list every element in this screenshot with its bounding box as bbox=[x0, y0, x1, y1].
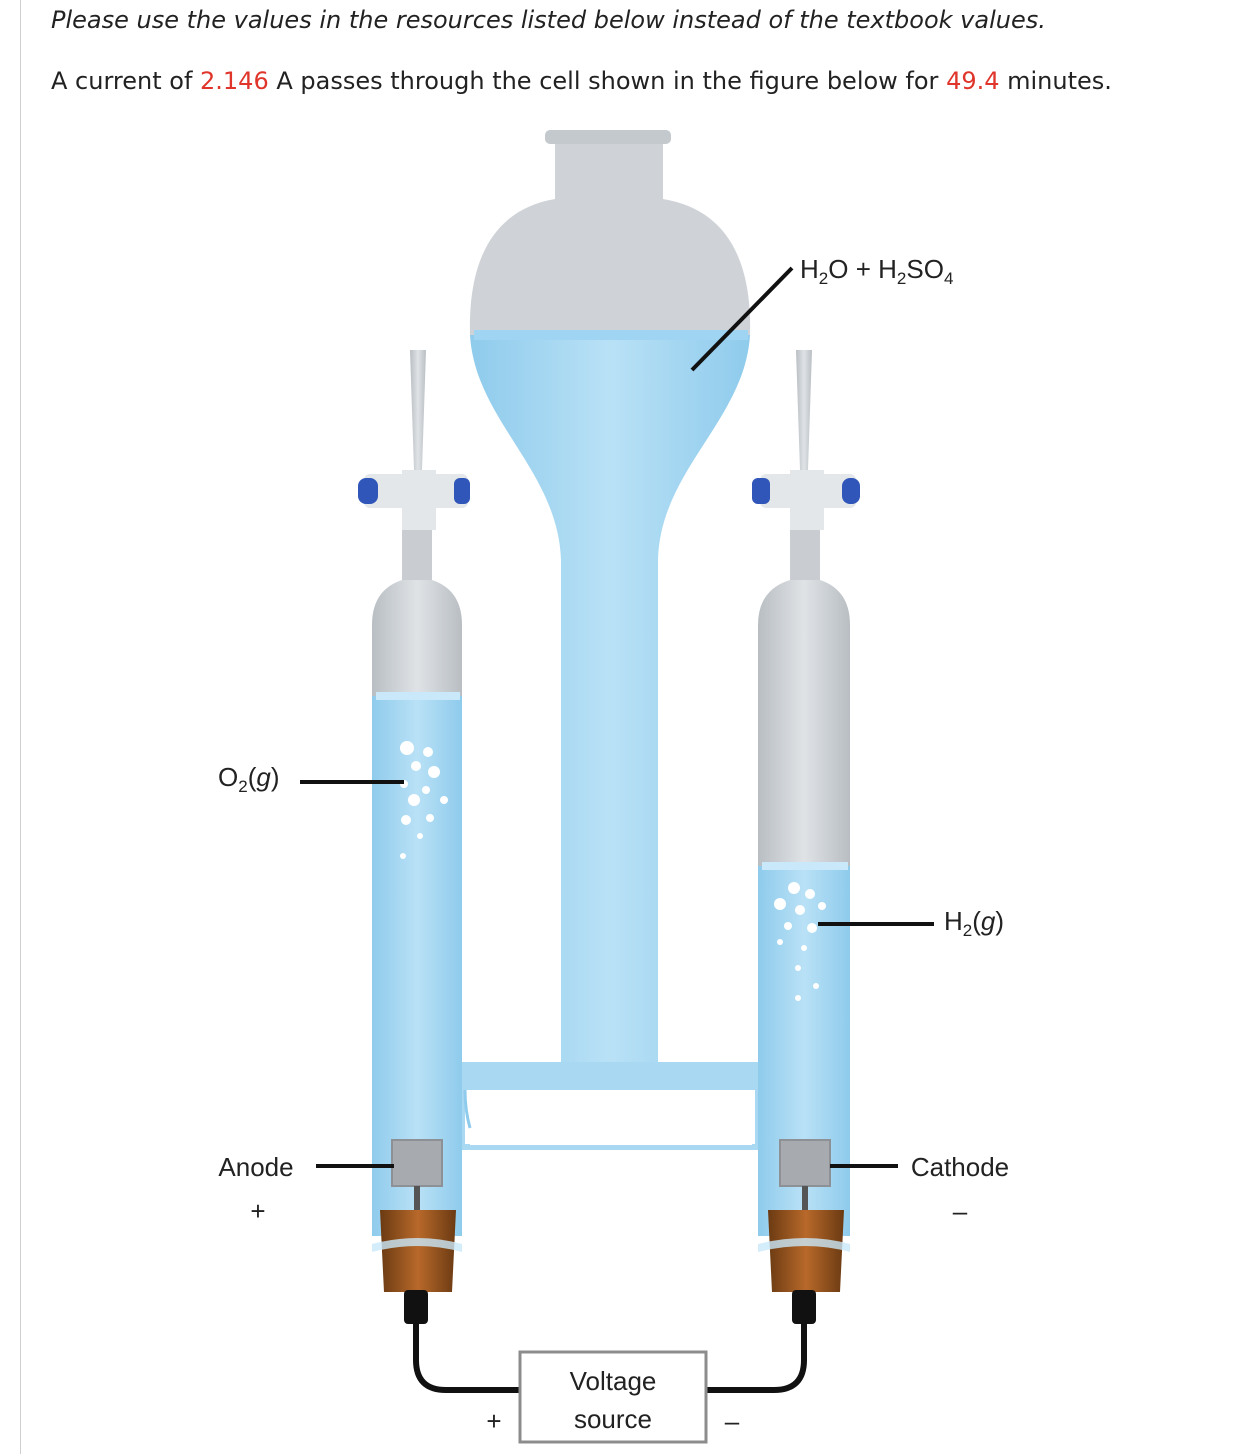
cathode-label: Cathode bbox=[911, 1152, 1009, 1182]
problem-prefix: A current of bbox=[51, 67, 201, 95]
cathode-sign: – bbox=[953, 1196, 968, 1226]
problem-suffix: minutes. bbox=[999, 67, 1112, 95]
instructions-text: Please use the values in the resources l… bbox=[51, 6, 1046, 34]
anode-sign: + bbox=[250, 1196, 265, 1226]
anode-wire bbox=[404, 1290, 520, 1393]
time-value: 49.4 bbox=[946, 67, 1000, 95]
left-stopper bbox=[372, 1210, 462, 1292]
left-gas-tube bbox=[358, 350, 470, 1236]
voltage-source-label-2: source bbox=[574, 1404, 652, 1434]
anode-electrode bbox=[391, 1139, 443, 1210]
right-stopper bbox=[758, 1210, 850, 1292]
oxygen-gas-label: O2(g) bbox=[218, 762, 280, 796]
anode-label: Anode bbox=[218, 1152, 293, 1182]
source-plus-sign: + bbox=[486, 1406, 501, 1436]
problem-statement: A current of 2.146 A passes through the … bbox=[51, 67, 1112, 95]
source-minus-sign: – bbox=[725, 1406, 740, 1436]
problem-mid: A passes through the cell shown in the f… bbox=[268, 67, 947, 95]
cathode-electrode bbox=[779, 1139, 831, 1210]
funnel-reservoir bbox=[469, 130, 751, 1062]
voltage-source: Voltage source + – bbox=[486, 1350, 740, 1444]
hydrogen-bubbles bbox=[774, 882, 826, 1001]
current-value: 2.146 bbox=[200, 67, 269, 95]
left-border bbox=[20, 0, 21, 1454]
voltage-source-label-1: Voltage bbox=[570, 1366, 657, 1396]
hydrogen-gas-label: H2(g) bbox=[944, 906, 1004, 940]
leader-lines bbox=[300, 266, 934, 1168]
cathode-wire bbox=[706, 1290, 816, 1393]
connecting-tube bbox=[458, 1062, 760, 1150]
electrolyte-label: H2O + H2SO4 bbox=[800, 254, 953, 288]
right-gas-tube bbox=[752, 350, 860, 1236]
